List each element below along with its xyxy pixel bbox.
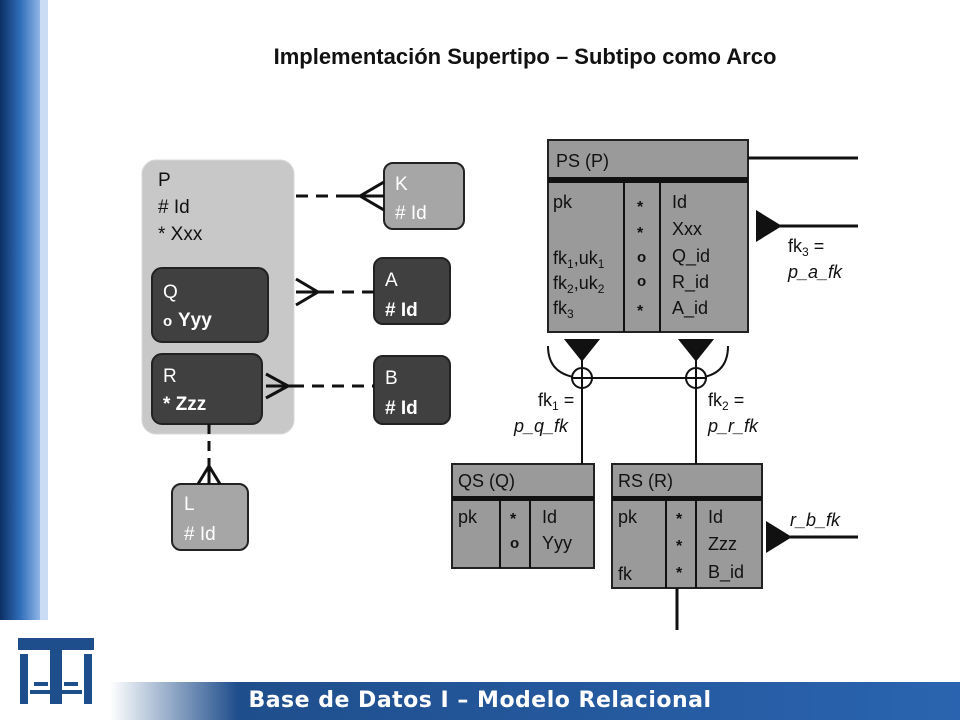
table-ps-fk1-uk1: fk1,uk1 [553,248,605,271]
entity-l-attr: # Id [184,524,216,545]
rb-fk-name: r_b_fk [790,510,841,530]
table-qs-mark-1: * [510,511,517,528]
footer-title: Base de Datos I – Modelo Relacional [248,688,712,713]
table-ps-col-xxx: Xxx [672,219,702,239]
entity-p-name: P [158,170,171,191]
fk3-label: fk3 = [788,236,824,259]
table-rs-pk: pk [618,507,638,527]
entity-k-name: K [395,174,408,195]
entity-p-attr-xxx: * Xxx [158,224,203,245]
table-rs-col-b-id: B_id [708,562,744,583]
entity-k-attr: # Id [395,203,427,224]
entity-b: B # Id [373,355,451,425]
entity-p-attr-id: # Id [158,197,190,218]
relationship-p-k [296,180,385,212]
table-ps-mark-3: o [637,249,646,266]
fk1-label: fk1 = [538,390,574,413]
table-qs-col-id: Id [542,507,557,527]
arc-connector [547,339,729,464]
entity-r-attr-zzz: * Zzz [163,394,206,415]
table-qs-col-yyy: Yyy [542,533,572,553]
table-rs-col-zzz: Zzz [708,534,737,554]
table-rs-mark-3: * [676,565,683,582]
table-ps-title: PS (P) [556,151,609,171]
table-ps-col-r-id: R_id [672,272,709,293]
rb-connector [766,521,858,553]
table-rs-mark-1: * [676,511,683,528]
table-ps-pk: pk [553,192,573,212]
table-ps-mark-1: * [637,199,644,216]
relationship-q-a [295,277,374,307]
relationship-r-b [265,372,374,400]
subtype-entity-q: Q o Yyy [151,267,269,343]
table-ps-mark-5: * [637,303,644,320]
entity-l: L # Id [171,483,249,551]
entity-b-name: B [385,368,398,389]
entity-b-attr: # Id [385,398,418,419]
table-ps-fk2-uk2: fk2,uk2 [553,273,605,296]
fk3-connector [756,210,858,242]
entity-q-attr-yyy: Yyy [178,310,212,331]
footer-band [110,682,960,720]
table-ps-mark-4: o [637,273,646,290]
fk3-name: p_a_fk [787,262,843,282]
entity-q-optional-mark: o [163,313,172,330]
fk1-name: p_q_fk [513,416,569,436]
entity-q-name: Q [163,282,178,303]
table-ps-col-a-id: A_id [672,298,708,319]
left-decorative-band [0,0,48,620]
table-rs-fk: fk [618,564,633,584]
table-qs-title: QS (Q) [458,471,515,491]
table-qs: QS (Q) pk * o Id Yyy [451,463,595,569]
slide-title: Implementación Supertipo – Subtipo como … [273,44,777,69]
entity-a-name: A [385,270,398,291]
entity-r-name: R [163,366,177,387]
table-rs-col-id: Id [708,507,723,527]
table-ps-mark-2: * [637,225,644,242]
university-logo [18,638,94,704]
table-qs-mark-2: o [510,535,519,552]
fk2-label: fk2 = [708,390,744,413]
entity-k: K # Id [383,162,465,230]
entity-a-attr: # Id [385,300,418,321]
fk2-name: p_r_fk [707,416,759,436]
table-ps: PS (P) pk fk1,uk1 fk2,uk2 fk3 * * o o * … [547,139,749,333]
subtype-entity-r: R * Zzz [151,353,263,425]
table-ps-col-q-id: Q_id [672,246,710,267]
table-rs-mark-2: * [676,538,683,555]
relationship-p-l [196,424,222,485]
entity-a: A # Id [373,257,451,325]
table-ps-col-id: Id [672,192,687,212]
table-qs-pk: pk [458,507,478,527]
table-rs: RS (R) pk fk * * * Id Zzz B_id [611,463,763,589]
entity-l-name: L [184,494,195,515]
table-ps-fk3: fk3 [553,298,574,321]
table-rs-title: RS (R) [618,471,673,491]
